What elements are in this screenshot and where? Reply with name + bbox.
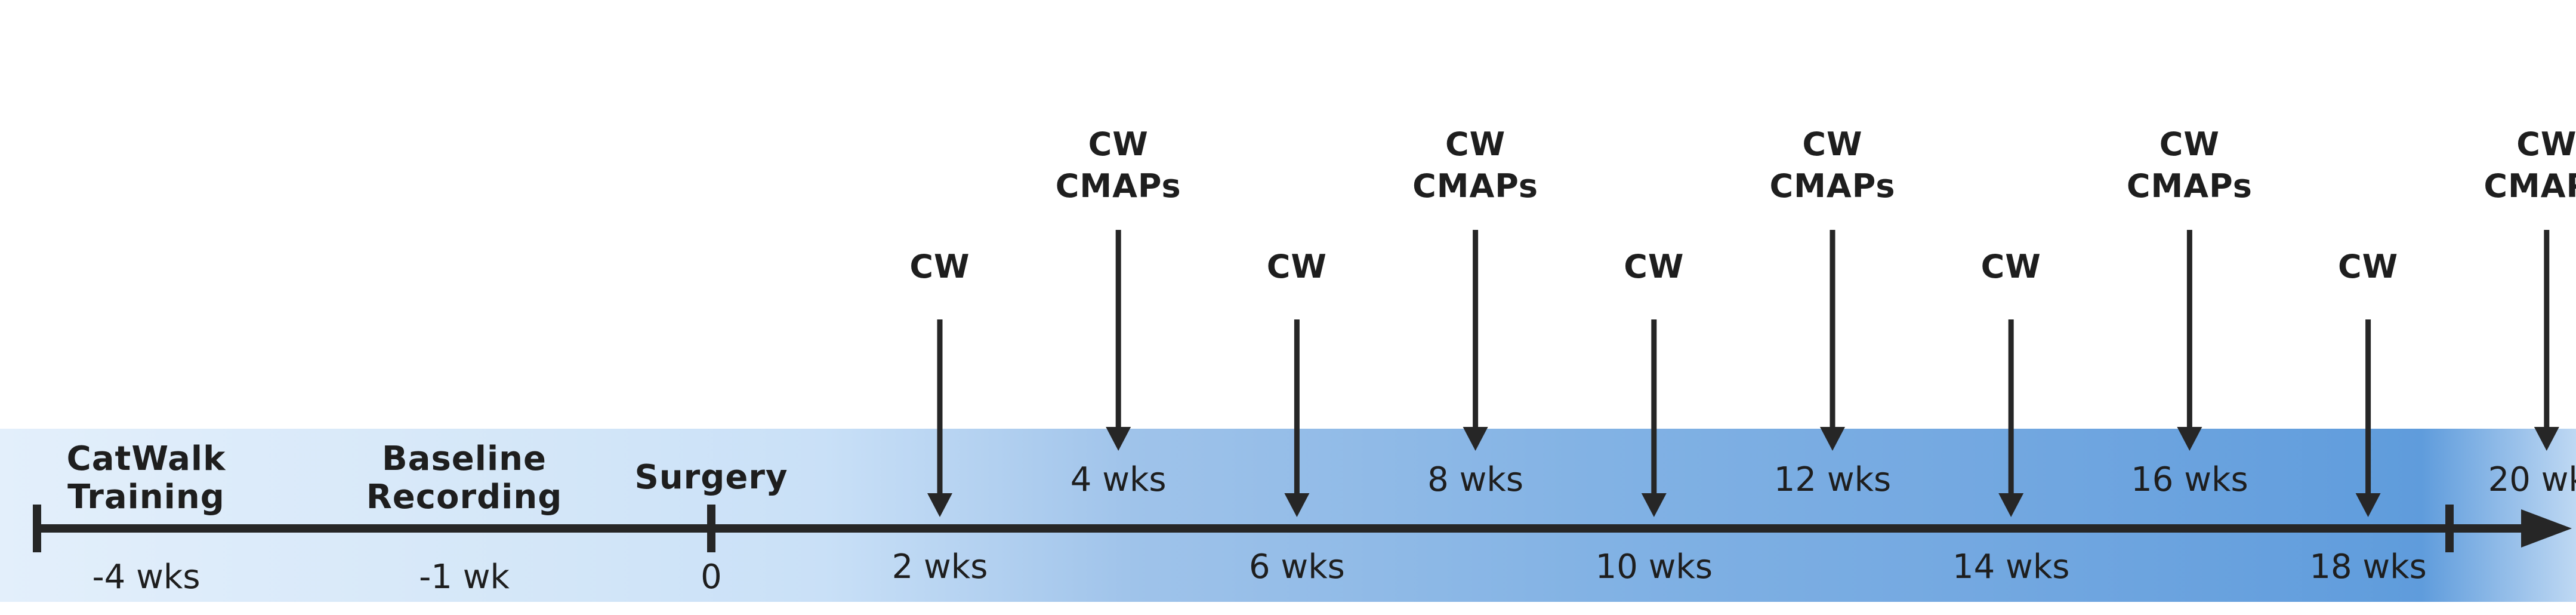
phase-time-label: -1 wk [419, 558, 510, 596]
event-label: CW [2516, 125, 2576, 163]
event-time-label: 10 wks [1596, 548, 1713, 586]
event-time-label: 2 wks [892, 548, 988, 586]
phase-time-label: 0 [701, 558, 722, 596]
phase-label: Recording [366, 478, 563, 516]
event-arrowhead [2177, 427, 2202, 451]
event-label: CW [1445, 125, 1506, 163]
event-label: CW [2159, 125, 2220, 163]
event-time-label: 12 wks [1774, 460, 1891, 499]
event-label: CW [1088, 125, 1149, 163]
event-time-label: 4 wks [1070, 460, 1167, 499]
event-label: CW [1981, 248, 2041, 285]
timeline-arrowhead [2521, 509, 2572, 548]
event-label: CMAPs [1770, 167, 1896, 205]
event-arrowhead [2355, 493, 2381, 517]
event-time-label: 20 wks [2488, 460, 2576, 499]
event-arrowhead [1820, 427, 1845, 451]
event-arrowhead [1284, 493, 1310, 517]
phase-label: Baseline [382, 439, 547, 478]
event-time-label: 14 wks [1952, 548, 2069, 586]
post-surgery-gradient-band [0, 429, 2576, 602]
event-arrowhead [2534, 427, 2559, 451]
event-label: CMAPs [1412, 167, 1538, 205]
event-time-label: 8 wks [1427, 460, 1523, 499]
event-arrowhead [1998, 493, 2024, 517]
event-label: CMAPs [2127, 167, 2253, 205]
phase-time-label: -4 wks [92, 558, 200, 596]
event-label: CW [2338, 248, 2398, 285]
event-arrowhead [1106, 427, 1131, 451]
event-label: CMAPs [1056, 167, 1181, 205]
event-arrowhead [927, 493, 952, 517]
event-time-label: 16 wks [2131, 460, 2248, 499]
event-arrowhead [1463, 427, 1488, 451]
event-label: CW [1802, 125, 1862, 163]
event-label: CW [909, 248, 970, 285]
phase-label: Surgery [634, 458, 788, 497]
event-label: CMAPs [2484, 167, 2576, 205]
event-label: CW [1267, 248, 1327, 285]
event-time-label: 18 wks [2309, 548, 2426, 586]
phase-label: Training [67, 478, 225, 516]
phase-label: CatWalk [67, 439, 226, 478]
event-label: CW [1624, 248, 1684, 285]
event-time-label: 6 wks [1249, 548, 1345, 586]
event-arrowhead [1641, 493, 1667, 517]
